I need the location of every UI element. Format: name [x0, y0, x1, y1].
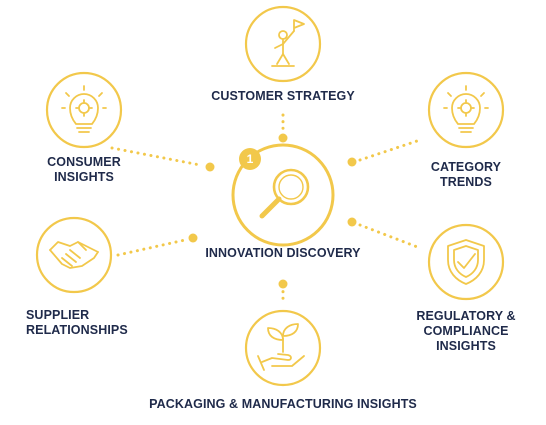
- category-trends-node: [427, 71, 505, 149]
- supplier-relationships-node: [35, 216, 113, 294]
- connector-dot: [278, 133, 288, 143]
- packaging-manufacturing-label: PACKAGING & MANUFACTURING INSIGHTS: [143, 397, 423, 412]
- connector-dot: [188, 233, 198, 243]
- regulatory-compliance-node: [427, 223, 505, 301]
- person-with-flag-icon: [271, 19, 305, 67]
- step-badge: [239, 148, 261, 170]
- shield-check-icon: [447, 239, 485, 285]
- connector-dot: [205, 162, 215, 172]
- innovation-discovery-label: INNOVATION DISCOVERY: [198, 246, 368, 261]
- supplier-relationships-line1: SUPPLIER: [26, 308, 90, 322]
- consumer-insights-node: [45, 71, 123, 149]
- connector-consumer-insights: [110, 146, 202, 167]
- customer-strategy-text: CUSTOMER STRATEGY: [211, 89, 355, 103]
- step-badge-number: 1: [246, 152, 254, 166]
- consumer-insights-line2: INSIGHTS: [54, 170, 114, 184]
- connector-regulatory: [358, 223, 422, 250]
- connector-dot: [278, 279, 288, 289]
- packaging-manufacturing-text: PACKAGING & MANUFACTURING INSIGHTS: [149, 397, 417, 411]
- connector-supplier-relationships: [116, 238, 187, 257]
- customer-strategy-node: [244, 5, 322, 83]
- regulatory-line1: REGULATORY &: [416, 309, 516, 323]
- hand-sprout-icon: [257, 323, 305, 371]
- packaging-manufacturing-node: [244, 309, 322, 387]
- magnifying-glass-icon: [259, 168, 310, 219]
- category-trends-line2: TRENDS: [440, 175, 492, 189]
- connector-dot: [347, 217, 357, 227]
- customer-strategy-label: CUSTOMER STRATEGY: [203, 89, 363, 104]
- handshake-icon: [49, 241, 99, 269]
- lightbulb-gear-icon: [61, 85, 107, 133]
- innovation-discovery-text: INNOVATION DISCOVERY: [205, 246, 361, 260]
- consumer-insights-label: CONSUMER INSIGHTS: [34, 155, 134, 185]
- regulatory-compliance-label: REGULATORY & COMPLIANCE INSIGHTS: [406, 309, 526, 354]
- innovation-discovery-node: [231, 143, 335, 247]
- connector-category-trends: [358, 138, 422, 162]
- supplier-relationships-line2: RELATIONSHIPS: [26, 323, 128, 337]
- supplier-relationships-label: SUPPLIER RELATIONSHIPS: [26, 308, 128, 338]
- category-trends-line1: CATEGORY: [430, 160, 502, 174]
- regulatory-line2: COMPLIANCE: [423, 324, 509, 338]
- lightbulb-gear-icon: [443, 85, 489, 133]
- connector-dot: [347, 157, 357, 167]
- consumer-insights-line1: CONSUMER: [47, 155, 121, 169]
- regulatory-line3: INSIGHTS: [436, 339, 496, 353]
- category-trends-label: CATEGORY TRENDS: [416, 160, 516, 190]
